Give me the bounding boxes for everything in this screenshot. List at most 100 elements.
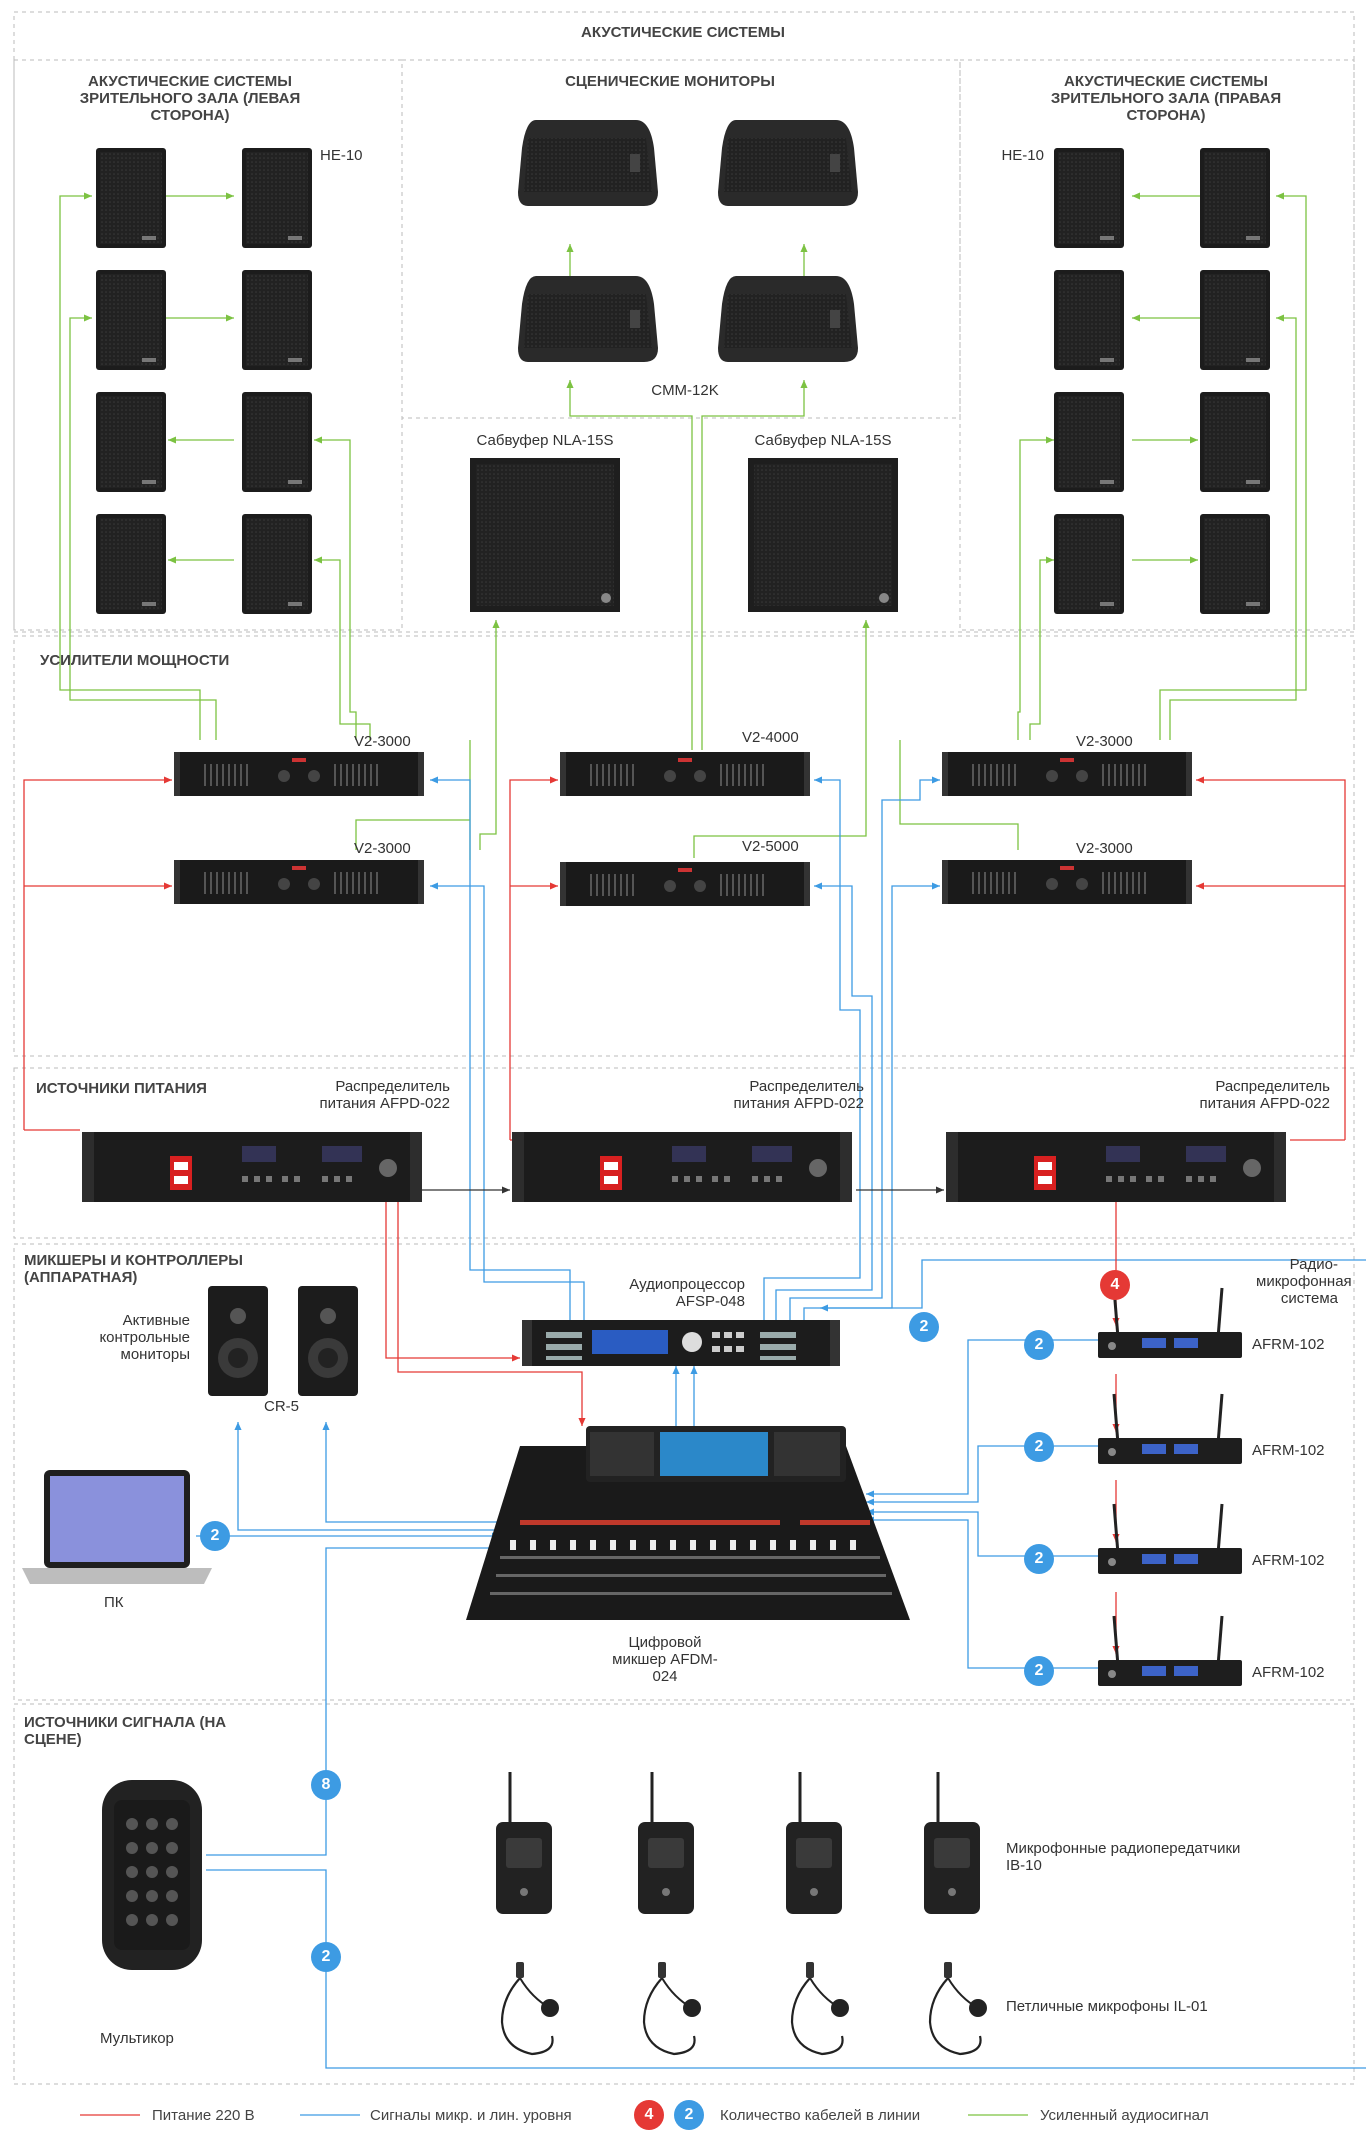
label-pdu-2: Распределитель питания AFPD-022 — [733, 1078, 864, 1112]
label-audio-processor: Аудиопроцессор AFSP-048 — [629, 1276, 745, 1310]
speaker-r4 — [1200, 270, 1270, 370]
legend-signal: Сигналы микр. и лин. уровня — [370, 2107, 572, 2124]
active-monitor-left — [208, 1286, 268, 1396]
label-afrm-4: AFRM-102 — [1252, 1664, 1325, 1681]
power-distributor-2 — [512, 1132, 852, 1202]
amplifier-top-center — [560, 752, 810, 796]
label-mixer: Цифровой микшер AFDM-024 — [612, 1634, 718, 1685]
legend-badge-blue: 2 — [674, 2100, 704, 2130]
pc-laptop — [22, 1470, 212, 1584]
legend-badge-red: 4 — [634, 2100, 664, 2130]
section-stage-monitors: СЦЕНИЧЕСКИЕ МОНИТОРЫ — [565, 73, 775, 90]
label-multicore: Мультикор — [100, 2030, 174, 2047]
audio-processor — [522, 1320, 840, 1366]
label-radio-system: Радио- микрофонная система — [1256, 1256, 1352, 1307]
amplifier-bottom-left — [174, 860, 424, 904]
transmitter-2 — [636, 1770, 696, 1916]
label-pdu-3: Распределитель питания AFPD-022 — [1199, 1078, 1330, 1112]
stage-monitors — [518, 120, 858, 362]
label-afrm-2: AFRM-102 — [1252, 1442, 1325, 1459]
amplifier-top-left — [174, 752, 424, 796]
section-acoustic: АКУСТИЧЕСКИЕ СИСТЕМЫ — [580, 24, 785, 41]
label-cmm: CMM-12K — [651, 382, 719, 399]
stage-monitor-3 — [518, 276, 658, 362]
legend-power: Питание 220 В — [152, 2107, 255, 2124]
label-he10-right: HE-10 — [1001, 147, 1044, 164]
speaker-l7 — [96, 514, 166, 614]
label-transmitters: Микрофонные радиопередатчики IB-10 — [1006, 1840, 1241, 1874]
transmitter-3 — [784, 1770, 844, 1916]
label-amp-bottom-right: V2-3000 — [1076, 840, 1133, 857]
label-amp-top-left: V2-3000 — [354, 733, 411, 750]
digital-mixer — [466, 1426, 910, 1620]
label-amp-top-center: V2-4000 — [742, 729, 799, 746]
label-sub-left: Сабвуфер NLA-15S — [476, 432, 614, 449]
stage-monitor-4 — [718, 276, 858, 362]
subwoofer-left — [470, 458, 620, 612]
label-afrm-1: AFRM-102 — [1252, 1336, 1325, 1353]
badge-afrm-4: 2 — [1024, 1656, 1054, 1686]
receiver-4 — [1096, 1614, 1244, 1688]
speaker-l5 — [96, 392, 166, 492]
label-pdu-1: Распределитель питания AFPD-022 — [319, 1078, 450, 1112]
badge-multicore-top: 8 — [311, 1770, 341, 1800]
transmitter-1 — [494, 1770, 554, 1916]
hall-speakers-left — [96, 148, 312, 614]
label-pc: ПК — [104, 1594, 124, 1611]
speaker-l8 — [242, 514, 312, 614]
badge-multicore-bottom: 2 — [311, 1942, 341, 1972]
label-he10-left: HE-10 — [320, 147, 363, 164]
speaker-l4 — [242, 270, 312, 370]
receiver-2 — [1096, 1392, 1244, 1466]
transmitter-4 — [922, 1770, 982, 1916]
label-amp-top-right: V2-3000 — [1076, 733, 1133, 750]
speaker-l2 — [242, 148, 312, 248]
amplifier-top-right — [942, 752, 1192, 796]
speaker-r5 — [1054, 392, 1124, 492]
stage-monitor-1 — [518, 120, 658, 206]
label-amp-bottom-center: V2-5000 — [742, 838, 799, 855]
amplifier-bottom-center — [560, 862, 810, 906]
multicore-box — [102, 1780, 202, 1970]
power-distributor-1 — [82, 1132, 422, 1202]
speaker-l1 — [96, 148, 166, 248]
speaker-r7 — [1054, 514, 1124, 614]
section-power: ИСТОЧНИКИ ПИТАНИЯ — [36, 1080, 207, 1097]
label-active-monitors: Активные контрольные мониторы — [99, 1312, 190, 1363]
badge-afrm-2: 2 — [1024, 1432, 1054, 1462]
speaker-r1 — [1054, 148, 1124, 248]
label-afrm-3: AFRM-102 — [1252, 1552, 1325, 1569]
stage-monitor-2 — [718, 120, 858, 206]
section-hall-right: АКУСТИЧЕСКИЕ СИСТЕМЫ ЗРИТЕЛЬНОГО ЗАЛА (П… — [1050, 73, 1282, 124]
badge-afrm-3: 2 — [1024, 1544, 1054, 1574]
lav-mic-3 — [790, 1960, 851, 2056]
speaker-l6 — [242, 392, 312, 492]
section-hall-left: АКУСТИЧЕСКИЕ СИСТЕМЫ ЗРИТЕЛЬНОГО ЗАЛА (Л… — [79, 73, 301, 124]
badge-dsp-in: 2 — [909, 1312, 939, 1342]
lav-mic-1 — [500, 1960, 561, 2056]
power-distributor-3 — [946, 1132, 1286, 1202]
speaker-r8 — [1200, 514, 1270, 614]
section-sources: ИСТОЧНИКИ СИГНАЛА (НА СЦЕНЕ) — [24, 1714, 227, 1748]
badge-afrm-1: 2 — [1024, 1330, 1054, 1360]
amplifier-bottom-right — [942, 860, 1192, 904]
badge-red-4: 4 — [1100, 1270, 1130, 1300]
section-mixers: МИКШЕРЫ И КОНТРОЛЛЕРЫ (АППАРАТНАЯ) — [24, 1252, 243, 1286]
legend-amplified: Усиленный аудиосигнал — [1040, 2107, 1209, 2124]
lav-mic-4 — [928, 1960, 989, 2056]
badge-pc: 2 — [200, 1521, 230, 1551]
label-sub-right: Сабвуфер NLA-15S — [754, 432, 892, 449]
hall-speakers-right — [1054, 148, 1270, 614]
speaker-r3 — [1054, 270, 1124, 370]
speaker-r6 — [1200, 392, 1270, 492]
label-amp-bottom-left: V2-3000 — [354, 840, 411, 857]
speaker-l3 — [96, 270, 166, 370]
section-amplifiers: УСИЛИТЕЛИ МОЩНОСТИ — [40, 652, 230, 669]
legend-count: Количество кабелей в линии — [720, 2107, 921, 2124]
label-cr5: CR-5 — [264, 1398, 300, 1415]
lav-mic-2 — [642, 1960, 703, 2056]
label-lav-mics: Петличные микрофоны IL-01 — [1006, 1998, 1208, 2015]
speaker-r2 — [1200, 148, 1270, 248]
subwoofer-right — [748, 458, 898, 612]
